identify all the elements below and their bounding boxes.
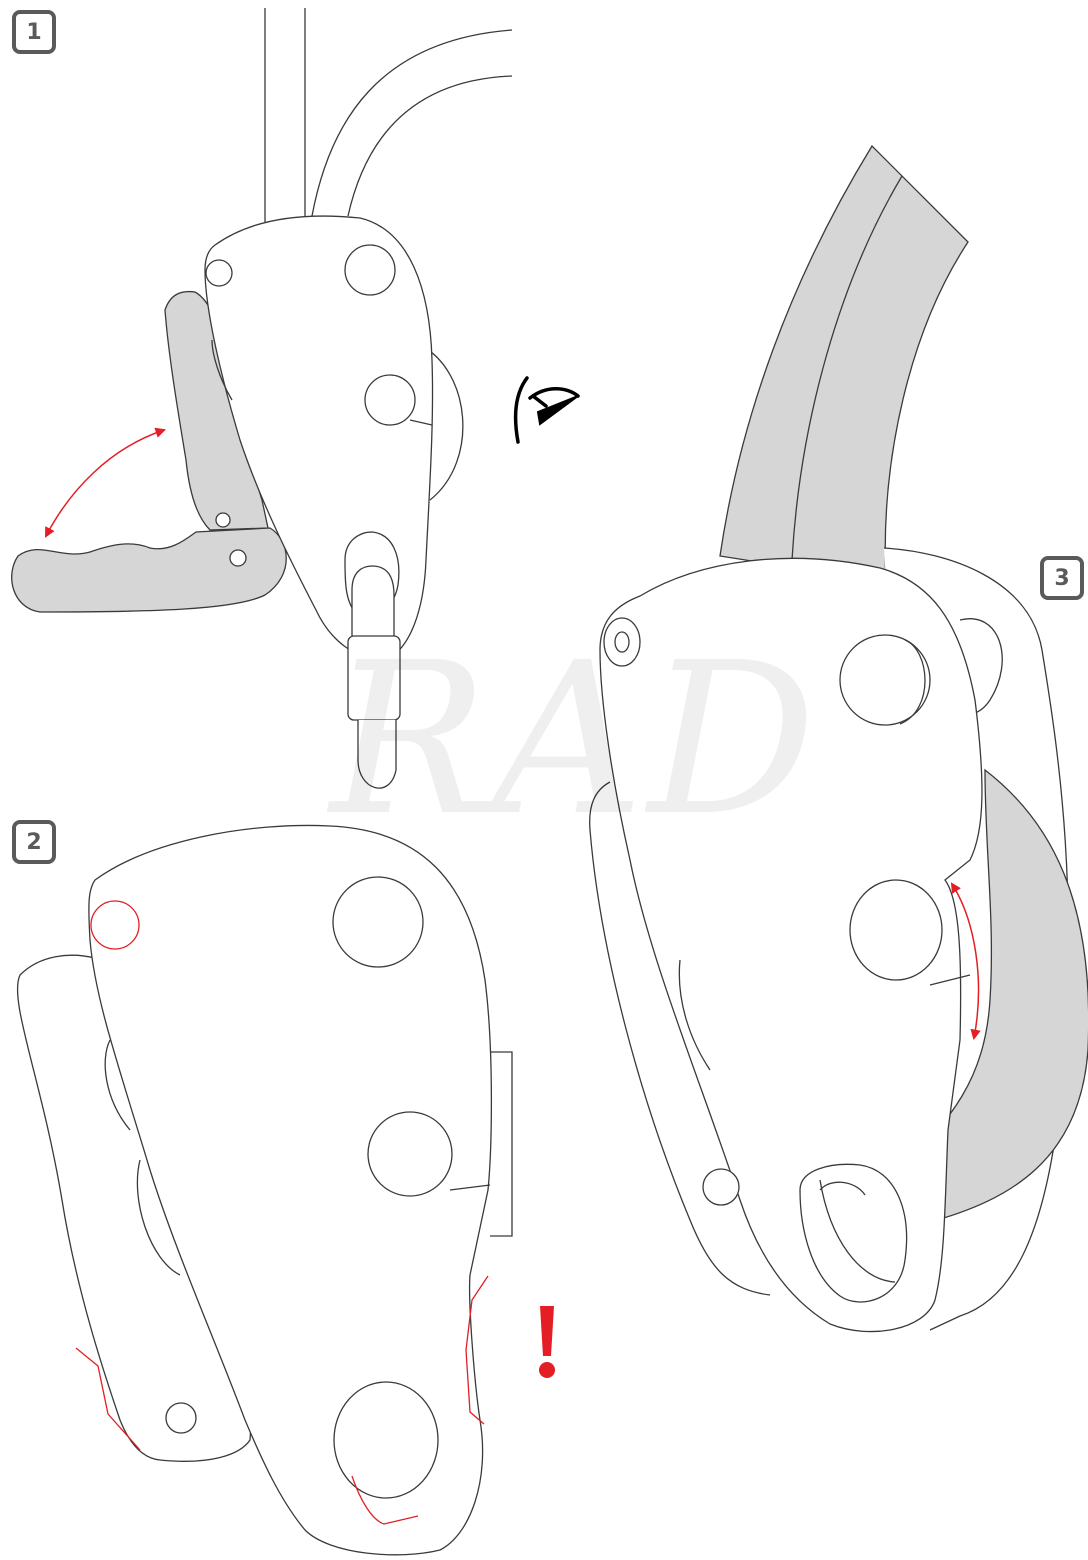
panel-1 (12, 8, 578, 788)
top-axle-2 (333, 877, 423, 967)
device-handle-lever (12, 528, 287, 612)
cam-plate-edge (490, 1052, 512, 1236)
top-rivet-3-inner (615, 632, 629, 652)
bottom-rivet (166, 1403, 196, 1433)
step-badge-1: 1 (12, 10, 56, 54)
panel-2 (17, 825, 512, 1554)
top-axle (345, 245, 395, 295)
cam-axle-3 (850, 880, 942, 980)
bottom-rivet-3 (703, 1169, 739, 1205)
highlighted-rivet (91, 901, 139, 949)
handle-rivet (216, 513, 230, 527)
cam-axle (365, 375, 415, 425)
top-rivet (206, 260, 232, 286)
exclamation-icon (539, 1306, 555, 1378)
cam-axle-2 (368, 1112, 452, 1196)
curved-rope-inner (348, 76, 512, 216)
panel-3 (590, 146, 1088, 1332)
curved-rope-outer (312, 30, 512, 216)
lever-motion-arrow (46, 430, 164, 536)
lever-rivet (230, 550, 246, 566)
hand-pinch-icon (516, 378, 578, 442)
attachment-hole-2 (334, 1382, 438, 1498)
rope-band (720, 146, 968, 582)
carabiner-nose (352, 566, 394, 640)
step-badge-2: 2 (12, 820, 56, 864)
carabiner-bottom (358, 720, 396, 788)
step-badge-3: 3 (1040, 556, 1084, 600)
carabiner-gate (348, 636, 400, 720)
